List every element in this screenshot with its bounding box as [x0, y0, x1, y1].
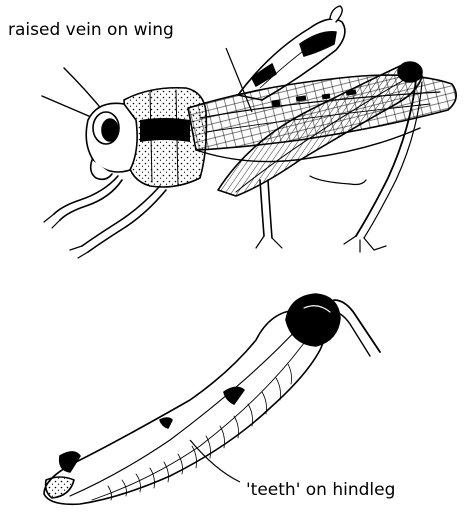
hindleg-detail [44, 294, 380, 504]
label-teeth-on-hindleg: 'teeth' on hindleg [246, 482, 395, 499]
antenna-upper [64, 68, 104, 112]
detail-tibia [334, 300, 380, 352]
label-raised-vein: raised vein on wing [8, 22, 174, 39]
detail-femur [44, 302, 327, 504]
grasshopper-body [42, 6, 456, 258]
